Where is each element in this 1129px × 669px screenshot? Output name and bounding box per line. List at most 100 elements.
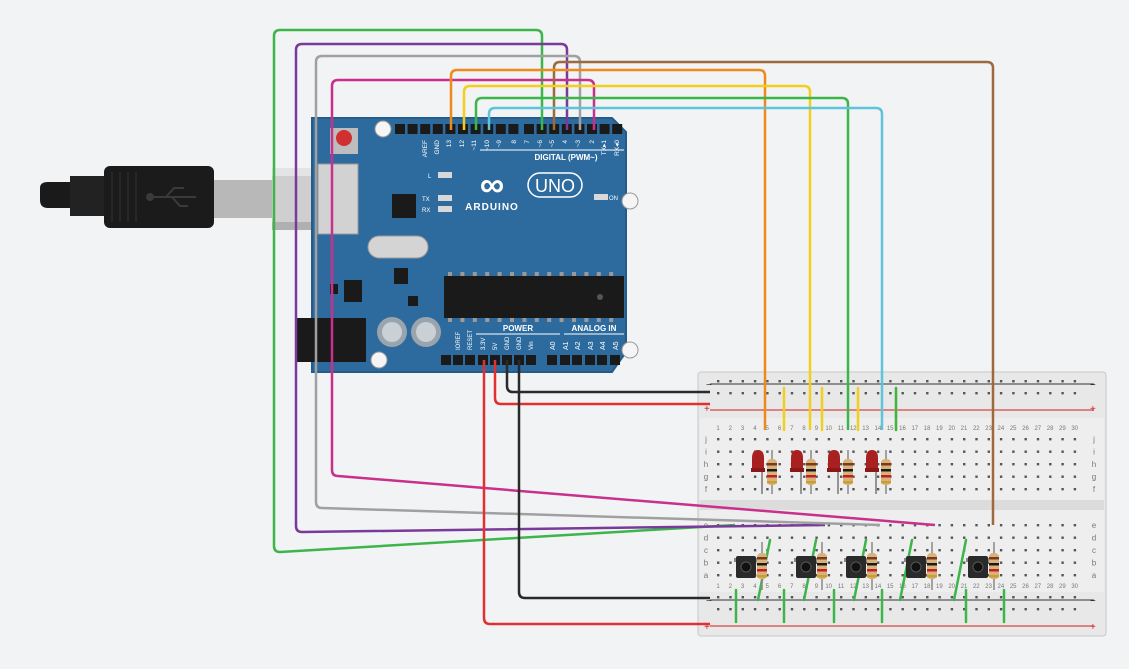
header-pin[interactable] (524, 124, 534, 134)
bb-hole (1012, 561, 1015, 564)
pin-label: 2 (589, 140, 596, 144)
header-pin[interactable] (612, 124, 623, 134)
bb-hole (852, 450, 855, 453)
pushbutton[interactable] (966, 556, 990, 578)
bb-hole (1073, 524, 1077, 527)
bb-hole (975, 608, 978, 611)
bb-hole (1036, 475, 1040, 478)
wire-brown (552, 60, 995, 525)
bb-hole (1024, 536, 1027, 539)
wire-gray (314, 54, 881, 527)
bb-hole (1061, 549, 1064, 552)
bb-hole (827, 561, 831, 564)
crystal (367, 235, 429, 259)
bb-hole (913, 596, 917, 599)
header-pin[interactable] (526, 355, 536, 365)
pushbutton[interactable] (794, 556, 818, 578)
rail-plus-label: + (1090, 622, 1096, 633)
bb-hole (864, 536, 867, 539)
power-pin-label: IOREF (456, 331, 462, 350)
column-number: 23 (985, 584, 992, 590)
bb-hole (938, 463, 941, 466)
pushbutton[interactable] (844, 556, 868, 578)
header-pin[interactable] (407, 124, 418, 134)
bb-hole (1049, 488, 1052, 491)
header-pin[interactable] (441, 355, 451, 365)
header-pin[interactable] (453, 355, 463, 365)
header-pin[interactable] (587, 124, 597, 134)
bb-hole (876, 438, 880, 441)
bb-hole (950, 438, 954, 441)
led-array (751, 450, 891, 494)
column-number: 26 (1022, 426, 1029, 432)
bb-hole (864, 392, 867, 395)
header-pin[interactable] (560, 355, 570, 365)
header-pin[interactable] (547, 355, 557, 365)
header-pin[interactable] (465, 355, 475, 365)
led[interactable] (790, 450, 804, 494)
bb-hole (790, 596, 794, 599)
led[interactable] (827, 450, 841, 494)
bb-hole (975, 524, 978, 527)
chip-pin (485, 272, 490, 276)
bb-hole (1036, 488, 1040, 491)
bb-hole (938, 561, 941, 564)
power-analog-header (441, 355, 620, 365)
chip-pin (497, 318, 502, 322)
bb-hole (827, 596, 831, 599)
bb-hole (741, 463, 744, 466)
capacitor (377, 317, 407, 347)
header-pin[interactable] (572, 355, 582, 365)
bb-hole (1036, 450, 1040, 453)
led[interactable] (751, 450, 765, 494)
rail-minus-label: − (1090, 596, 1096, 607)
column-number: 20 (948, 426, 955, 432)
bb-hole (815, 475, 818, 478)
bb-hole (938, 608, 941, 611)
header-pin[interactable] (395, 124, 405, 134)
bb-hole (729, 608, 732, 611)
pushbutton[interactable] (904, 556, 928, 578)
bb-hole (717, 450, 720, 453)
led[interactable] (865, 450, 879, 494)
bb-hole (913, 450, 917, 453)
bb-hole (889, 524, 892, 527)
bb-hole (753, 380, 757, 383)
bb-hole (963, 463, 966, 466)
header-pin[interactable] (508, 124, 519, 134)
bb-hole (1073, 463, 1077, 466)
header-pin[interactable] (432, 124, 443, 134)
bb-hole (729, 488, 732, 491)
bb-hole (901, 596, 904, 599)
bb-hole (999, 561, 1003, 564)
bb-hole (840, 549, 843, 552)
mount-hole (374, 120, 392, 138)
bb-hole (938, 450, 941, 453)
header-pin[interactable] (495, 124, 506, 134)
bb-hole (987, 392, 990, 395)
header-pin[interactable] (597, 355, 607, 365)
column-number: 28 (1047, 426, 1054, 432)
bb-hole (1049, 450, 1052, 453)
pushbutton[interactable] (734, 556, 758, 578)
bb-hole (1061, 475, 1064, 478)
header-pin[interactable] (420, 124, 431, 134)
bb-hole (864, 438, 867, 441)
bb-hole (790, 488, 794, 491)
bb-hole (778, 488, 781, 491)
header-pin[interactable] (599, 124, 610, 134)
bb-hole (852, 475, 855, 478)
row-letter: j (704, 435, 707, 444)
brand-label: ARDUINO (465, 202, 519, 213)
column-number: 6 (778, 584, 782, 590)
reset-button[interactable] (330, 128, 358, 154)
pin-label: 7 (524, 140, 531, 144)
power-header-label: POWER (503, 324, 533, 333)
header-pin[interactable] (585, 355, 595, 365)
header-pin[interactable] (610, 355, 620, 365)
bb-hole (901, 438, 904, 441)
bb-hole (901, 450, 904, 453)
bb-hole (753, 438, 757, 441)
bb-hole (889, 536, 892, 539)
bb-hole (926, 596, 929, 599)
